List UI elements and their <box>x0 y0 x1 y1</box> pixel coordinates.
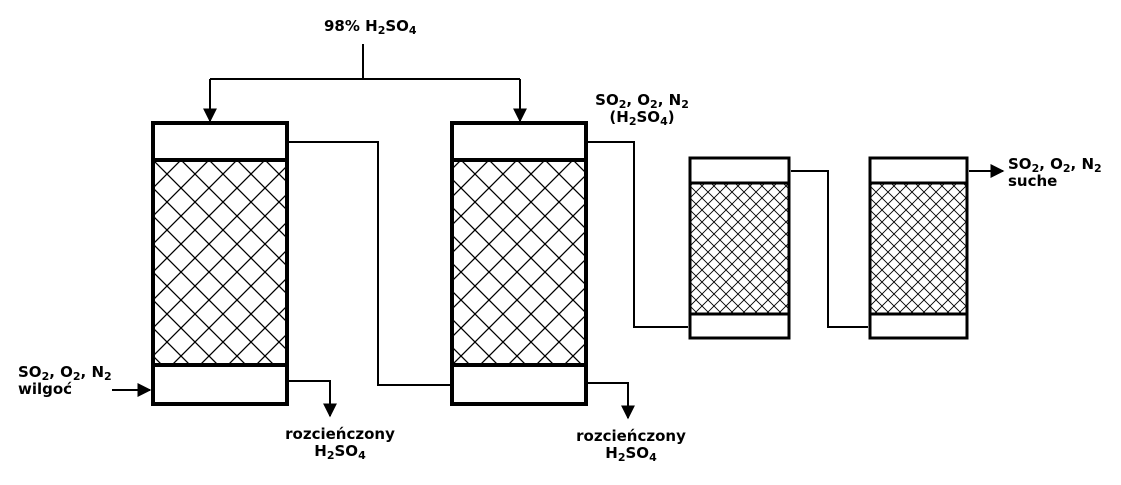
drying-column-4 <box>868 156 969 340</box>
packing-bed-1 <box>153 160 287 365</box>
drain-2-label: rozcieńczony H2SO4 <box>576 427 686 464</box>
column-2-shell <box>450 121 588 406</box>
outlet-gas-label: SO2, O2, N2 suche <box>1008 155 1102 190</box>
drain-pipe-2 <box>588 382 635 420</box>
column-4-shell <box>868 156 969 340</box>
transfer-pipe-2-3 <box>588 141 688 328</box>
transfer-pipe-1-2 <box>289 141 450 386</box>
column-3-shell <box>688 156 791 340</box>
packing-bed-4 <box>870 183 967 314</box>
piping <box>112 44 1005 420</box>
drying-column-2 <box>450 121 588 406</box>
intermediate-gas-label: SO2, O2, N2 (H2SO4) <box>595 91 689 128</box>
column-1-shell <box>151 121 289 406</box>
packing-bed-3 <box>690 183 789 314</box>
inlet-gas-label: SO2, O2, N2 wilgoć <box>18 363 112 398</box>
drying-column-3 <box>688 156 791 340</box>
transfer-pipe-3-4 <box>791 170 868 328</box>
acid-feed-label: 98% H2SO4 <box>324 17 417 37</box>
packing-bed-2 <box>452 160 586 365</box>
inlet-gas-moisture: wilgoć <box>18 380 73 398</box>
drying-column-1 <box>151 121 289 406</box>
drain-1-label: rozcieńczony H2SO4 <box>285 425 395 462</box>
outlet-gas-dry: suche <box>1008 172 1058 190</box>
drain-pipe-1 <box>289 380 337 418</box>
